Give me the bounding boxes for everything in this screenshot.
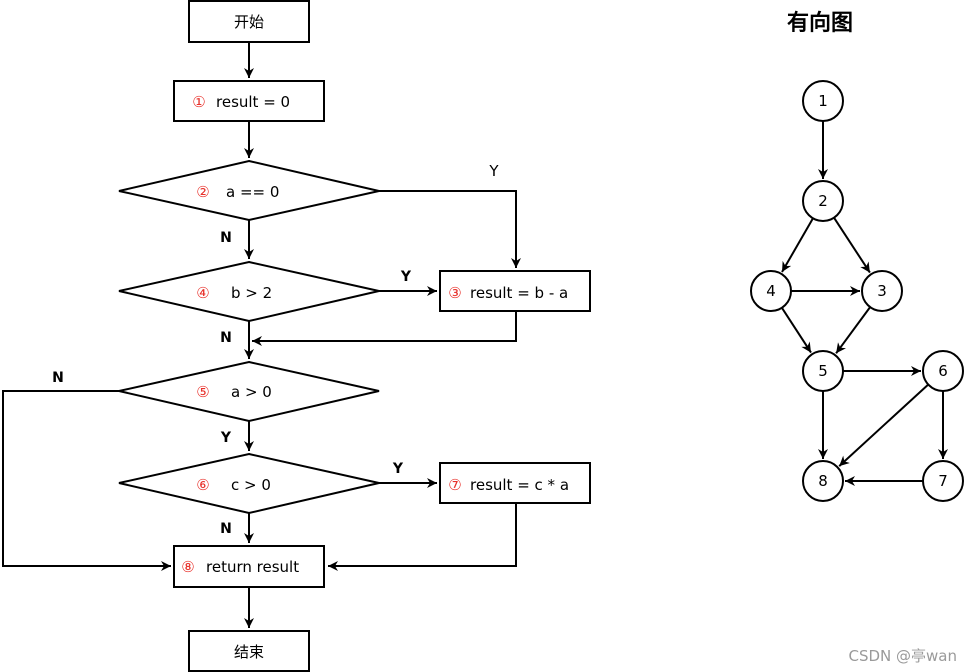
graph-node-8: 8 [802, 460, 844, 502]
graph-node-label: 5 [818, 362, 828, 380]
graph-node-circle [922, 350, 964, 392]
graph-node-label: 1 [818, 92, 828, 110]
branch-label-d5-no: N [52, 370, 64, 386]
graph-node-label: 2 [818, 192, 828, 210]
step-6-label: c > 0 [231, 476, 271, 494]
step-5-num: ⑤ [196, 383, 209, 401]
branch-label-d2-yes: Y [488, 162, 499, 180]
graph-edge-3-5 [835, 306, 871, 354]
step-8-label: return result [206, 558, 299, 576]
step-1-num: ① [192, 93, 205, 111]
graph-node-7: 7 [922, 460, 964, 502]
step-3-box [439, 270, 591, 312]
graph-node-circle [861, 270, 903, 312]
graph-node-circle [750, 270, 792, 312]
end-box [188, 630, 310, 672]
step-7-num: ⑦ [448, 476, 461, 494]
branch-label-d6-yes: Y [392, 461, 404, 477]
step-2-decision [118, 159, 380, 222]
step-3-num: ③ [448, 284, 461, 302]
graph-node-circle [802, 460, 844, 502]
step-4-decision [118, 260, 380, 323]
graph-node-circle [802, 80, 844, 122]
edge-2-3-yes [379, 190, 521, 268]
step-1-box [173, 80, 325, 122]
graph-node-label: 3 [877, 282, 887, 300]
graph-edge-6-8 [838, 383, 929, 467]
graph-node-label: 4 [766, 282, 776, 300]
flowchart-labels: 开始 ① result = 0 ② a == 0 ④ b > 2 ③ resul… [52, 13, 569, 661]
branch-label-d4-no: N [220, 330, 232, 346]
graph-node-3: 3 [861, 270, 903, 312]
step-4-label: b > 2 [231, 284, 272, 302]
step-8-num: ⑧ [181, 558, 194, 576]
step-7-label: result = c * a [470, 476, 569, 494]
step-7-box [439, 462, 591, 504]
step-5-label: a > 0 [231, 383, 272, 401]
graph-node-6: 6 [922, 350, 964, 392]
graph-node-label: 6 [938, 362, 948, 380]
end-label: 结束 [234, 643, 264, 661]
graph-node-circle [922, 460, 964, 502]
graph-edges [781, 121, 948, 486]
step-5-decision [118, 360, 380, 423]
graph-edge-2-4 [781, 217, 814, 273]
branch-label-d4-yes: Y [400, 269, 412, 285]
graph-edge-2-3 [833, 217, 871, 274]
graph-node-4: 4 [750, 270, 792, 312]
edge-7-8 [328, 503, 517, 571]
graph-node-1: 1 [802, 80, 844, 122]
graph-node-label: 8 [818, 472, 828, 490]
step-3-label: result = b - a [470, 284, 568, 302]
branch-label-d5-yes: Y [220, 430, 232, 446]
graph-node-circle [802, 180, 844, 222]
graph-title: 有向图 [787, 10, 853, 36]
step-1-label: result = 0 [216, 93, 290, 111]
step-8-box [173, 545, 325, 588]
graph-node-5: 5 [802, 350, 844, 392]
start-label: 开始 [234, 13, 264, 31]
watermark: CSDN @亭wan [848, 647, 957, 665]
step-2-num: ② [196, 183, 209, 201]
branch-label-d6-no: N [220, 521, 232, 537]
graph-edge-4-5 [781, 307, 812, 354]
step-6-num: ⑥ [196, 476, 209, 494]
graph-node-label: 7 [938, 472, 948, 490]
graph-nodes: 1 2 3 4 5 6 7 8 [750, 80, 964, 502]
flowchart [2, 0, 591, 672]
edge-5-8-no [2, 390, 171, 571]
graph-node-circle [802, 350, 844, 392]
start-box [188, 0, 310, 43]
step-6-decision [118, 452, 380, 515]
branch-label-d2-no: N [220, 230, 232, 246]
step-4-num: ④ [196, 284, 209, 302]
edge-3-5 [252, 311, 517, 346]
graph-node-2: 2 [802, 180, 844, 222]
step-2-label: a == 0 [226, 183, 279, 201]
